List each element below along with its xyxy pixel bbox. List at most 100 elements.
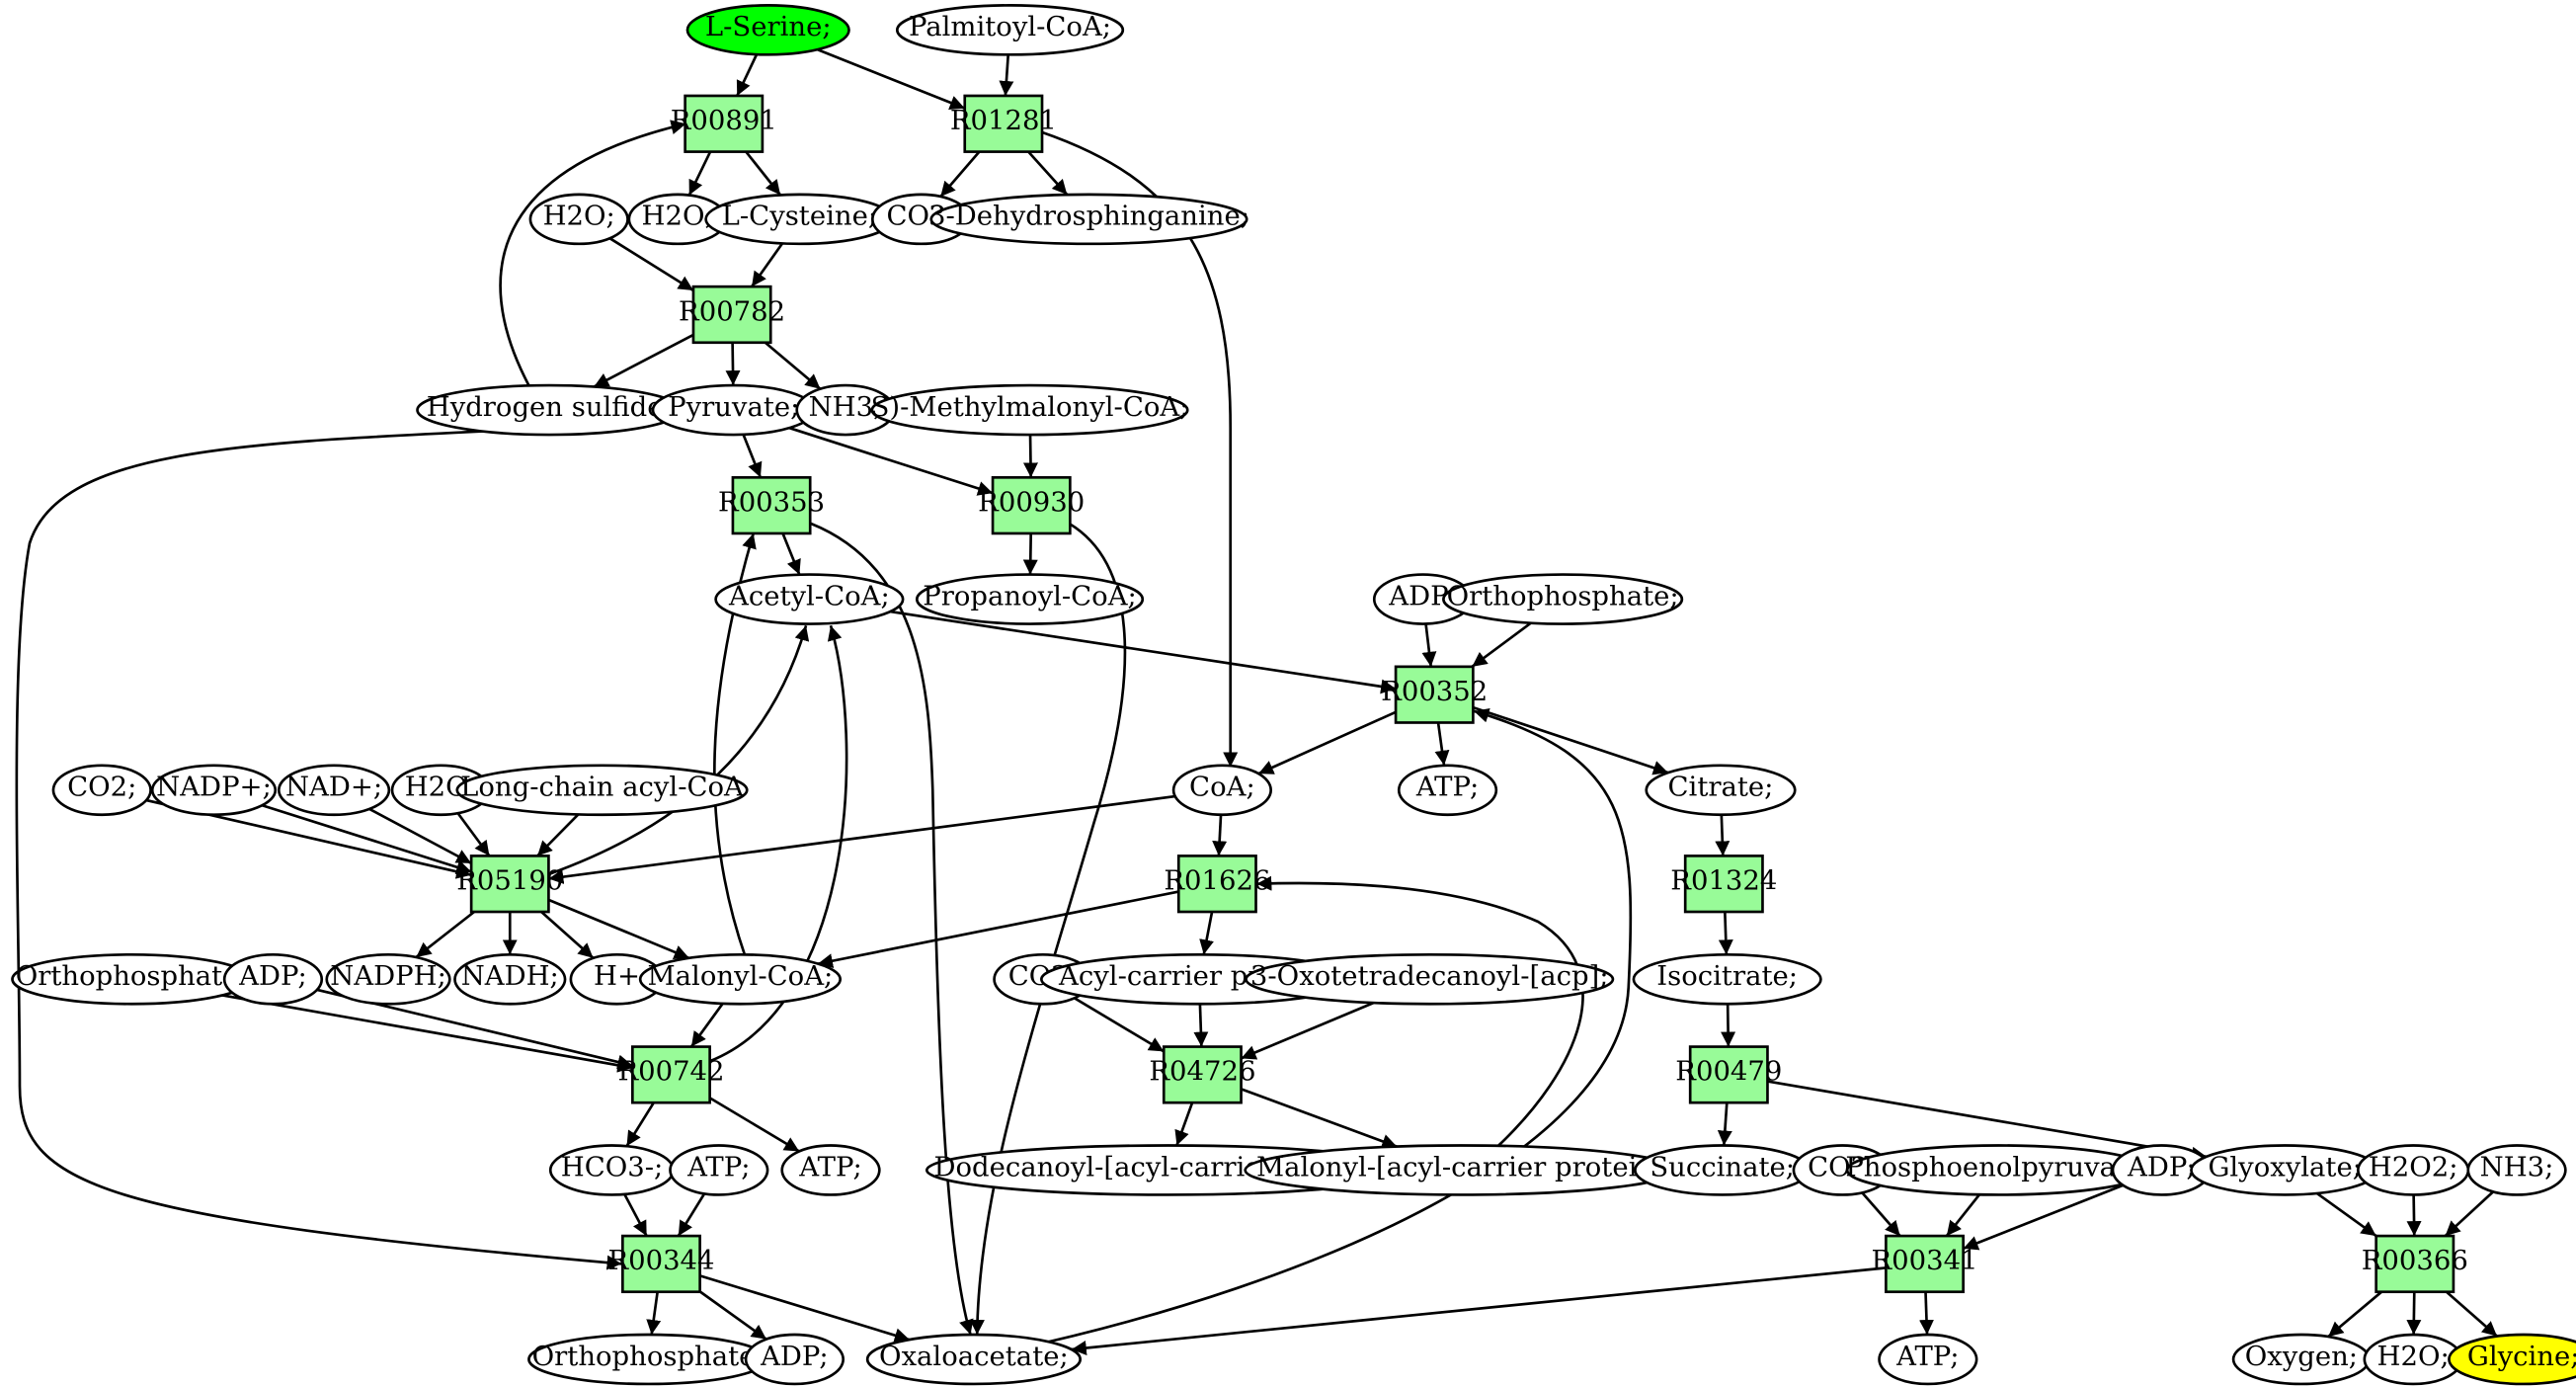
reaction-node-R00742[interactable]: R00742 bbox=[617, 1045, 725, 1104]
reaction-node-R00341[interactable]: R00341 bbox=[1871, 1234, 1978, 1294]
compound-node-malonylacp[interactable]: Malonyl-[acyl-carrier protein] bbox=[1244, 1144, 1678, 1196]
compound-node-oxygen[interactable]: Oxygen; bbox=[2231, 1333, 2371, 1386]
edge-R00782-to-pyruvate bbox=[725, 342, 741, 386]
compound-node-atp_b[interactable]: ATP; bbox=[669, 1144, 769, 1196]
compound-node-glyoxylate[interactable]: Glyoxylate; bbox=[2190, 1144, 2380, 1196]
compound-node-lserine[interactable]: L-Serine; bbox=[685, 4, 850, 56]
compound-label: H2O; bbox=[543, 202, 615, 232]
compound-node-co2_b[interactable]: CO2; bbox=[51, 764, 152, 817]
reaction-node-R05190[interactable]: R05190 bbox=[456, 855, 563, 914]
compound-ellipse bbox=[714, 573, 905, 625]
compound-label: H2O2; bbox=[2369, 1152, 2458, 1182]
reaction-node-R00352[interactable]: R00352 bbox=[1381, 665, 1488, 724]
compound-label: CO2; bbox=[67, 773, 136, 803]
reaction-node-R00930[interactable]: R00930 bbox=[978, 476, 1085, 535]
edge-R00366-to-h2o_d bbox=[2406, 1291, 2422, 1336]
compound-label: 3-Oxotetradecanoyl-[acp]; bbox=[1250, 961, 1609, 992]
reaction-node-R01324[interactable]: R01324 bbox=[1670, 855, 1777, 914]
edge-R01324-to-isocitrate bbox=[1718, 911, 1733, 955]
compound-node-adp_d[interactable]: ADP; bbox=[744, 1333, 845, 1386]
edge-R00891-to-h2o_b bbox=[687, 151, 712, 197]
compound-node-isocitrate[interactable]: Isocitrate; bbox=[1632, 952, 1822, 1006]
compound-node-citrate[interactable]: Citrate; bbox=[1645, 764, 1797, 817]
compound-node-nh3_a[interactable]: NH3; bbox=[795, 383, 896, 437]
compound-node-oxaloacetate[interactable]: Oxaloacetate; bbox=[865, 1333, 1082, 1386]
compound-node-atp_a[interactable]: ATP; bbox=[1397, 764, 1498, 817]
edge-pyruvate-to-R00344 bbox=[15, 418, 691, 1270]
reaction-node-R01281[interactable]: R01281 bbox=[950, 94, 1057, 153]
reaction-node-R00344[interactable]: R00344 bbox=[607, 1234, 715, 1294]
compound-label: Palmitoyl-CoA; bbox=[909, 12, 1111, 42]
compound-node-ortho_b[interactable]: Orthophosphate; bbox=[11, 952, 253, 1006]
compound-node-nadh[interactable]: NADH; bbox=[453, 952, 567, 1006]
compound-node-dehydro[interactable]: 3-Dehydrosphinganine; bbox=[928, 193, 1249, 246]
compound-ellipse bbox=[453, 952, 567, 1006]
edge-R01626-to-acp bbox=[1199, 911, 1214, 955]
reaction-node-R00479[interactable]: R00479 bbox=[1675, 1045, 1782, 1104]
compound-node-malonylcoa[interactable]: Malonyl-CoA; bbox=[638, 952, 843, 1006]
reaction-node-R00353[interactable]: R00353 bbox=[718, 476, 825, 535]
edge-R05190-to-malonylcoa bbox=[547, 898, 690, 960]
nodes-layer: L-Serine;Palmitoyl-CoA;H2O;H2O;L-Cystein… bbox=[11, 4, 2576, 1386]
compound-node-palmitoyl[interactable]: Palmitoyl-CoA; bbox=[895, 4, 1125, 56]
compound-node-ortho_c[interactable]: Orthophosphate; bbox=[527, 1333, 769, 1386]
compound-node-propanoyl[interactable]: Propanoyl-CoA; bbox=[915, 573, 1145, 625]
compound-node-smethyl[interactable]: S)-Methylmalonyl-CoA; bbox=[870, 383, 1189, 437]
reaction-label: R00352 bbox=[1381, 677, 1488, 707]
edge-R00782-to-nh3_a bbox=[764, 341, 822, 390]
reaction-node-R00782[interactable]: R00782 bbox=[679, 285, 785, 345]
edge-malonylacp-to-R01626 bbox=[1256, 875, 1584, 1149]
reaction-box bbox=[1162, 1045, 1243, 1104]
compound-node-nadpp[interactable]: NADP+; bbox=[150, 764, 278, 817]
compound-node-lcysteine[interactable]: L-Cysteine; bbox=[704, 193, 895, 246]
compound-label: HCO3-; bbox=[561, 1152, 664, 1182]
compound-ellipse bbox=[865, 1333, 1082, 1386]
compound-node-longchain[interactable]: Long-chain acyl-CoA bbox=[455, 764, 749, 817]
reaction-node-R01626[interactable]: R01626 bbox=[1164, 855, 1270, 914]
compound-ellipse bbox=[1632, 952, 1822, 1006]
compound-node-h2o2[interactable]: H2O2; bbox=[2357, 1144, 2470, 1196]
reaction-label: R00782 bbox=[679, 296, 785, 327]
compound-node-acetylcoa[interactable]: Acetyl-CoA; bbox=[714, 573, 905, 625]
reaction-node-R04726[interactable]: R04726 bbox=[1149, 1045, 1255, 1104]
compound-label: Isocitrate; bbox=[1656, 961, 1798, 992]
edge-co2_c-to-R04726 bbox=[1073, 997, 1165, 1053]
compound-node-oxotetra[interactable]: 3-Oxotetradecanoyl-[acp]; bbox=[1245, 952, 1615, 1006]
compound-node-glycine[interactable]: Glycine; bbox=[2448, 1333, 2576, 1386]
compound-node-ortho_a[interactable]: Orthophosphate; bbox=[1442, 573, 1684, 625]
compound-node-h2o_d[interactable]: H2O; bbox=[2363, 1333, 2463, 1386]
compound-ellipse bbox=[669, 1144, 769, 1196]
compound-node-pyruvate[interactable]: Pyruvate; bbox=[651, 383, 816, 437]
compound-node-adp_b[interactable]: ADP; bbox=[222, 952, 324, 1006]
compound-node-nh3_b[interactable]: NH3; bbox=[2466, 1144, 2567, 1196]
compound-node-pep[interactable]: Phosphoenolpyruvate; bbox=[1845, 1144, 2152, 1196]
edge-R00782-to-h2s bbox=[593, 333, 694, 388]
compound-node-coa[interactable]: CoA; bbox=[1171, 764, 1273, 817]
compound-node-nadp[interactable]: NAD+; bbox=[277, 764, 391, 817]
compound-node-atp_d[interactable]: ATP; bbox=[1878, 1333, 1978, 1386]
edge-R01626-to-malonylcoa bbox=[817, 890, 1179, 969]
compound-node-h2o_b[interactable]: H2O; bbox=[627, 193, 728, 246]
compound-node-hco3[interactable]: HCO3-; bbox=[548, 1144, 676, 1196]
compound-label: Pyruvate; bbox=[668, 392, 799, 423]
compound-node-adp_a[interactable]: ADP; bbox=[1372, 573, 1474, 625]
reaction-node-R00366[interactable]: R00366 bbox=[2362, 1234, 2468, 1294]
reaction-node-R00891[interactable]: R00891 bbox=[671, 94, 777, 153]
compound-node-atp_c[interactable]: ATP; bbox=[780, 1144, 881, 1196]
compound-node-succinate[interactable]: Succinate; bbox=[1634, 1144, 1811, 1196]
reaction-box bbox=[631, 1045, 711, 1104]
compound-node-adp_c[interactable]: ADP; bbox=[2111, 1144, 2212, 1196]
compound-node-h2o_a[interactable]: H2O; bbox=[528, 193, 629, 246]
edge-adp_c-to-R00341 bbox=[1963, 1183, 2125, 1251]
edge-R00742-to-atp_c bbox=[708, 1097, 800, 1153]
edge-R05190-to-hplus bbox=[540, 911, 595, 959]
compound-ellipse bbox=[780, 1144, 881, 1196]
compound-node-nadph[interactable]: NADPH; bbox=[325, 952, 451, 1006]
reaction-label: R00353 bbox=[718, 487, 825, 518]
edge-R00353-to-acetylcoa bbox=[781, 532, 801, 576]
compound-node-h2s[interactable]: Hydrogen sulfide; bbox=[416, 383, 684, 437]
edge-R00341-to-oxaloacetate bbox=[1071, 1266, 1887, 1355]
edge-oxaloacetate-to-R00352 bbox=[1014, 707, 1633, 1351]
compound-label: Hydrogen sulfide; bbox=[427, 392, 673, 423]
compound-label: ATP; bbox=[1895, 1342, 1959, 1372]
